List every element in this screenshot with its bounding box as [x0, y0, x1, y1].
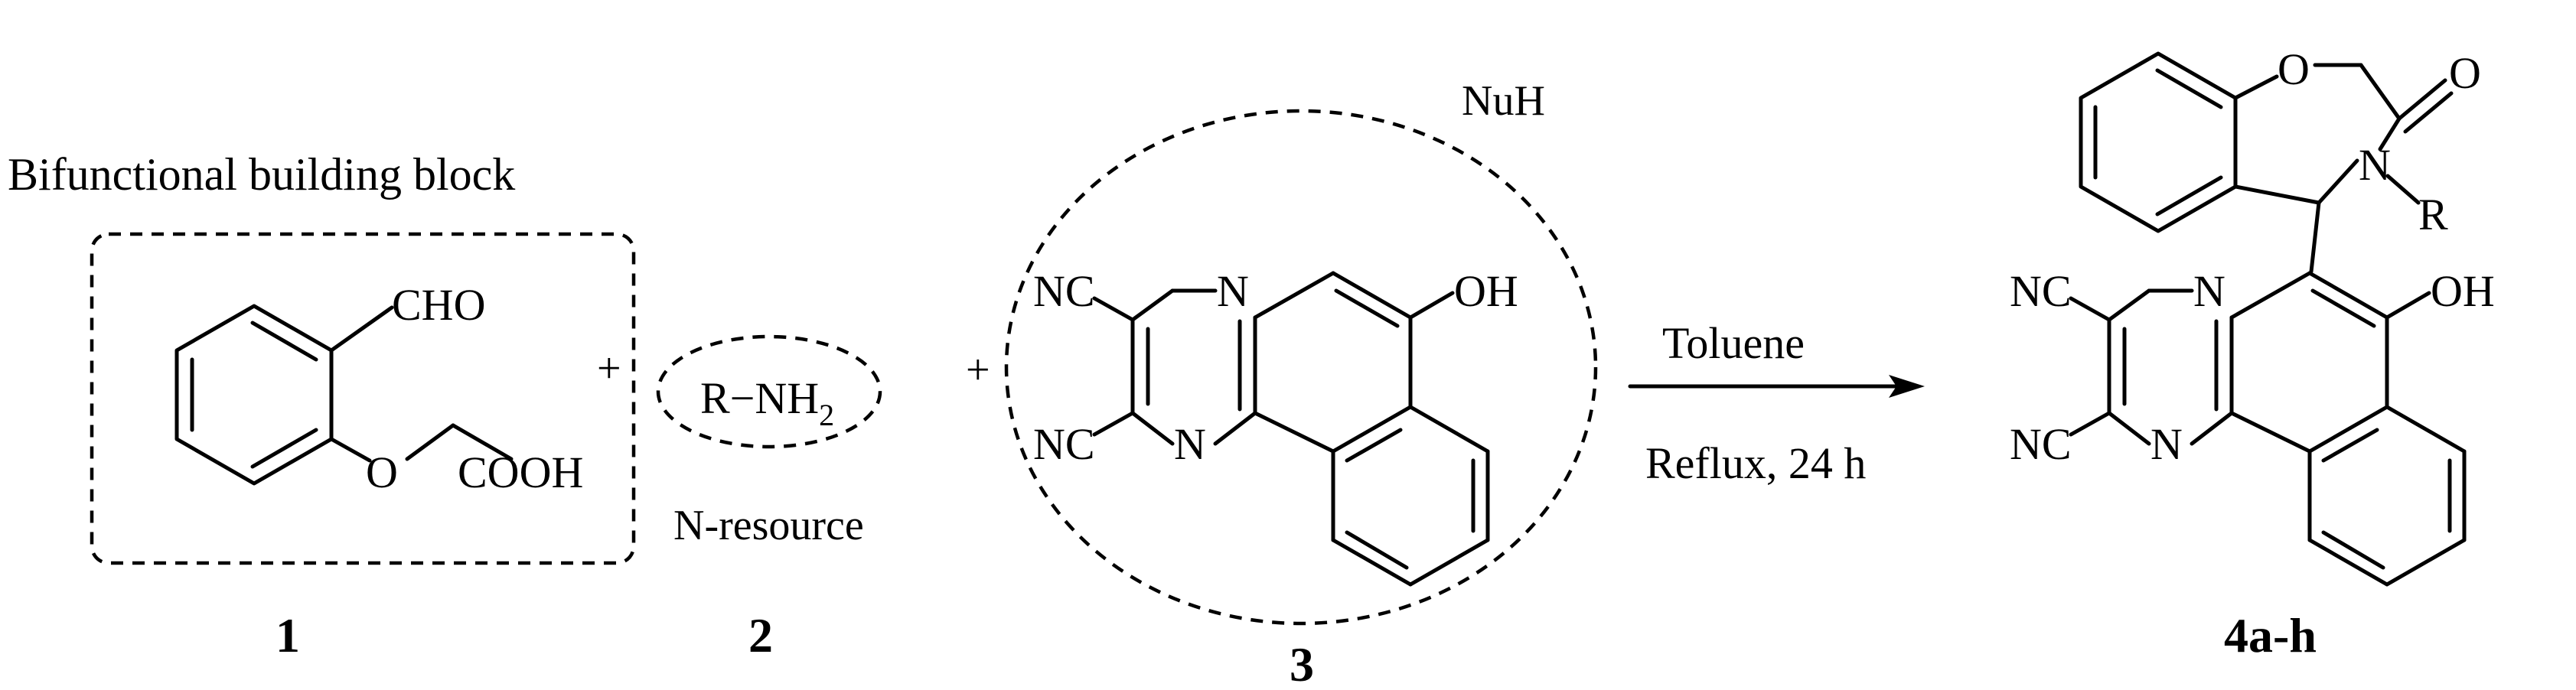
compound-2: R−NH2 N-resource 2	[656, 334, 882, 662]
compound-2-number: 2	[748, 608, 773, 662]
product-r-label: R	[2418, 190, 2448, 239]
compound-3-nc-top: NC	[1033, 266, 1095, 316]
compound-2-formula: R−NH2	[700, 373, 834, 432]
product-4: O O N R N N NC NC	[2010, 44, 2495, 662]
compound-1-benzene-ring	[174, 304, 334, 486]
product-ring-oxygen: O	[2278, 44, 2310, 94]
compound-3-number: 3	[1290, 637, 1314, 690]
compound-1-number: 1	[276, 608, 300, 662]
compound-1-dashed-box	[90, 232, 636, 565]
arrow-head	[1889, 375, 1925, 398]
compound-1-cooh-label: COOH	[458, 448, 583, 497]
compound-3-dashed-ellipse	[1004, 109, 1598, 626]
product-carbonyl-oxygen: O	[2449, 48, 2481, 98]
compound-2-caption: N-resource	[673, 502, 864, 549]
compound-3-caption: NuH	[1462, 77, 1545, 125]
product-nc-bottom: NC	[2010, 419, 2072, 469]
compound-1: CHO O COOH 1	[90, 232, 636, 662]
compound-1-ether-oxygen: O	[366, 448, 398, 497]
compound-3: NuH N N NC NC OH 3	[1004, 77, 1598, 690]
condition-reflux: Reflux, 24 h	[1645, 438, 1866, 488]
compound-2-dashed-ellipse	[656, 334, 882, 449]
compound-3-n-top: N	[1217, 266, 1249, 316]
plus-sign-2: +	[966, 347, 990, 394]
compound-2-formula-subscript: 2	[819, 398, 834, 432]
compound-1-cho-label: CHO	[392, 280, 485, 330]
product-n-label: N	[2359, 140, 2391, 190]
plus-sign-1: +	[597, 345, 621, 392]
scheme-heading: Bifunctional building block	[8, 149, 515, 200]
compound-3-nc-bottom: NC	[1033, 419, 1095, 469]
condition-solvent: Toluene	[1662, 318, 1805, 368]
product-number: 4a-h	[2224, 608, 2317, 662]
product-benzene-ring	[2079, 51, 2238, 233]
compound-2-formula-main: R−NH	[700, 373, 819, 423]
product-n-top: N	[2193, 266, 2225, 316]
compound-1-cho-bond	[329, 305, 394, 353]
product-n-bottom: N	[2150, 419, 2183, 469]
product-oh-label: OH	[2431, 266, 2495, 316]
compound-3-n-bottom: N	[1174, 419, 1206, 469]
compound-3-oh-label: OH	[1454, 266, 1518, 316]
product-nc-top: NC	[2010, 266, 2072, 316]
reaction-arrow: Toluene Reflux, 24 h	[1628, 318, 1925, 488]
